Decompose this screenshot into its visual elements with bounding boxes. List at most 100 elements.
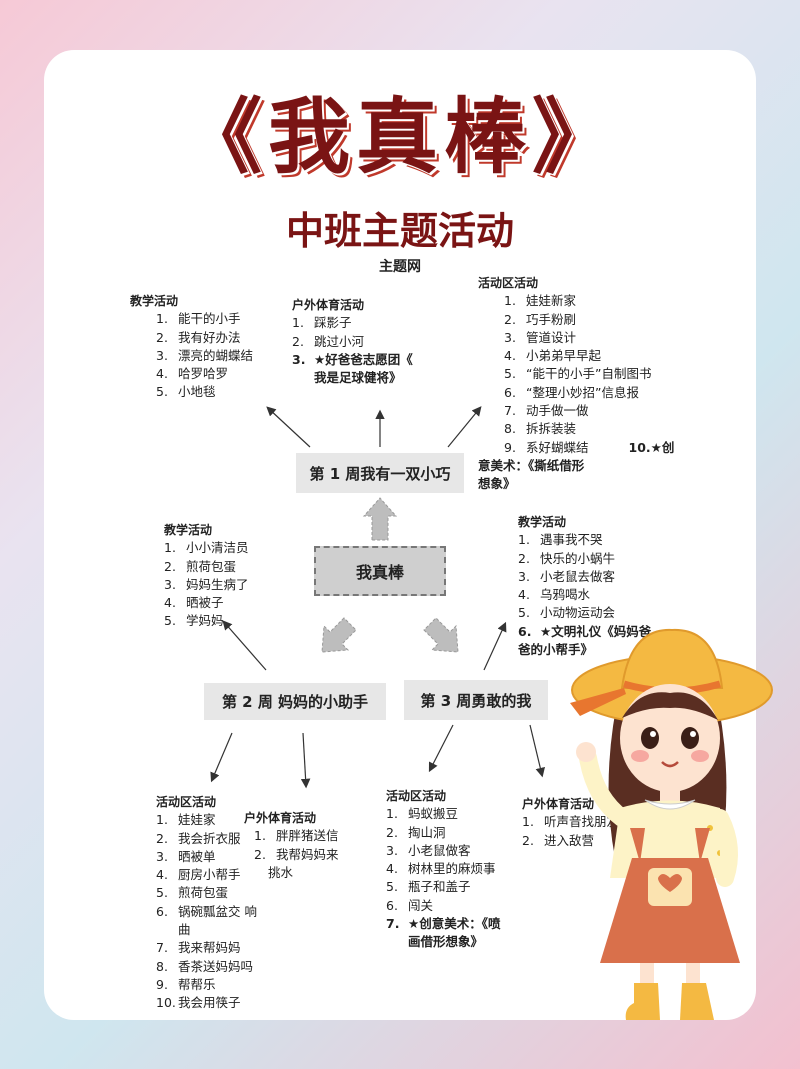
item-text: 爸的小帮手》	[518, 642, 594, 658]
item-text: 踩影子	[314, 315, 352, 331]
list-item: 1.踩影子	[292, 314, 413, 332]
list-item: 5.小地毯	[156, 383, 253, 401]
item-text: 挑水	[268, 864, 294, 880]
item-number: 4.	[504, 348, 516, 364]
list-item: 2.我帮妈妈来	[254, 846, 339, 864]
item-text: 小老鼠做客	[408, 842, 471, 858]
item-text: 漂亮的蝴蝶结	[178, 347, 254, 363]
week2-outdoor: 户外体育活动 1.胖胖猪送信 2.我帮妈妈来 挑水	[244, 809, 339, 882]
item-number: 4.	[518, 587, 530, 603]
list-item: 1.能干的小手	[156, 310, 253, 328]
item-text: 小老鼠去做客	[540, 568, 616, 584]
item-number: 1.	[156, 311, 168, 327]
item-number: 5.	[518, 605, 530, 621]
item-text: 瓶子和盖子	[408, 879, 471, 895]
list-item: 3. 漂亮的蝴蝶结	[156, 347, 253, 365]
item-number: 4.	[386, 861, 398, 877]
item-number: 3.	[156, 848, 168, 864]
item-text: 我会折衣服	[178, 830, 241, 846]
item-number: 2.	[156, 830, 168, 846]
item-text: 管道设计	[526, 329, 577, 345]
list-item: 8. 香茶送妈妈吗	[156, 958, 257, 976]
list-item: 4.乌鸦喝水	[518, 586, 651, 604]
week1-area: 活动区活动 1.娃娃新家 2.巧手粉刷 3.管道设计 4.小弟弟早早起 5.“能…	[478, 274, 674, 494]
item-text: 画借形想象》	[408, 934, 484, 950]
week1-outdoor: 户外体育活动 1.踩影子 2.跳过小河 3.★好爸爸志愿团《 我是足球健将》	[292, 296, 413, 387]
item-number: 3.	[156, 347, 168, 363]
week2-box: 第 2 周 妈妈的小助手	[204, 683, 386, 720]
list-item: 4.小弟弟早早起	[504, 347, 674, 365]
item-number: 2.	[254, 846, 266, 862]
item-number: 1.	[522, 814, 534, 830]
list-item: 5.小动物运动会	[518, 604, 651, 622]
activity-list: 1.胖胖猪送信 2.我帮妈妈来 挑水	[244, 827, 339, 882]
item-text: ★好爸爸志愿团《	[314, 351, 413, 367]
list-item: 3.★好爸爸志愿团《	[292, 351, 413, 369]
item-text: 曲	[178, 922, 191, 938]
item-number: 2.	[164, 558, 176, 574]
list-item: 2. 快乐的小蜗牛	[518, 550, 651, 568]
item-number: 3.	[518, 568, 530, 584]
list-item: 1.听声音找朋友	[522, 813, 619, 831]
item-number: 10.	[156, 995, 176, 1011]
item-number: 4.	[156, 366, 168, 382]
item-text: 娃娃新家	[526, 293, 577, 309]
web-label: 主题网	[379, 259, 421, 275]
center-node: 我真棒	[314, 546, 446, 596]
list-item: 4.哈罗哈罗	[156, 365, 253, 383]
list-item: 3. 小老鼠去做客	[518, 568, 651, 586]
item-number: 3.	[164, 576, 176, 592]
item-text: 香茶送妈妈吗	[178, 958, 254, 974]
list-item: 画借形想象》	[386, 933, 500, 951]
item-text: 快乐的小蜗牛	[540, 550, 616, 566]
list-item: 3.小老鼠做客	[386, 842, 500, 860]
item-number: 2.	[518, 550, 530, 566]
section-heading: 活动区活动	[478, 276, 539, 290]
section-heading: 教学活动	[130, 294, 179, 308]
list-item: 8.拆拆装装	[504, 420, 674, 438]
item-text: 煎荷包蛋	[186, 558, 237, 574]
item-text: 小地毯	[178, 384, 216, 400]
item-text: 煎荷包蛋	[178, 885, 229, 901]
item-text: 进入敌营	[544, 832, 595, 848]
item-number: 8.	[156, 958, 168, 974]
item-text: 胖胖猪送信	[276, 828, 339, 844]
list-item: 7.我来帮妈妈	[156, 939, 257, 957]
item-number: 1.	[518, 532, 530, 548]
item-number: 8.	[504, 421, 516, 437]
week2-teaching: 教学活动 1.小小清洁员 2.煎荷包蛋 3.妈妈生病了 4.晒被子 5.学妈妈	[164, 521, 249, 631]
list-item: 4. 厨房小帮手	[156, 866, 257, 884]
list-item: 4.晒被子	[164, 594, 249, 612]
list-item: 2.跳过小河	[292, 333, 413, 351]
girl-illustration	[570, 628, 773, 1020]
item-text: 蚂蚁搬豆	[408, 806, 459, 822]
list-item: 2.进入敌营	[522, 832, 619, 850]
item-number: 6.	[504, 384, 516, 400]
list-item: 2.我有好办法	[156, 329, 253, 347]
activity-list: 1.娃娃家 2.我会折衣服 3.晒被单 4.厨房小帮手 5.煎荷包蛋 6.锅碗瓢…	[156, 811, 257, 1012]
item-number: 4.	[164, 595, 176, 611]
item-number: 3.	[504, 329, 516, 345]
list-item: 7.动手做一做	[504, 402, 674, 420]
list-item: 曲	[156, 921, 257, 939]
page-title: 《我真棒》	[179, 89, 620, 185]
list-item-continuation: 想象》	[478, 476, 516, 492]
list-item: 爸的小帮手》	[518, 641, 651, 659]
item-number: 2.	[292, 333, 304, 349]
item-text: 锅碗瓢盆交 响	[178, 903, 257, 919]
item-number: 6.	[156, 903, 168, 919]
item-number: 7.	[504, 403, 516, 419]
item-number: 2.	[386, 824, 398, 840]
list-item: 7.★创意美术：《喷	[386, 915, 500, 933]
section-heading: 户外体育活动	[522, 797, 595, 811]
list-item: 2. 煎荷包蛋	[164, 558, 249, 576]
item-text: 厨房小帮手	[178, 867, 241, 883]
list-item: 3.妈妈生病了	[164, 576, 249, 594]
list-item: 5. 煎荷包蛋	[156, 884, 257, 902]
list-item: 6.闯关	[386, 897, 500, 915]
item-number: 5.	[156, 885, 168, 901]
activity-list: 1.遇事我不哭 2.快乐的小蜗牛 3.小老鼠去做客 4.乌鸦喝水 5.小动物运动…	[518, 531, 651, 659]
list-item: 5.“能干的小手”自制图书	[504, 365, 674, 383]
item-number: 4.	[156, 867, 168, 883]
